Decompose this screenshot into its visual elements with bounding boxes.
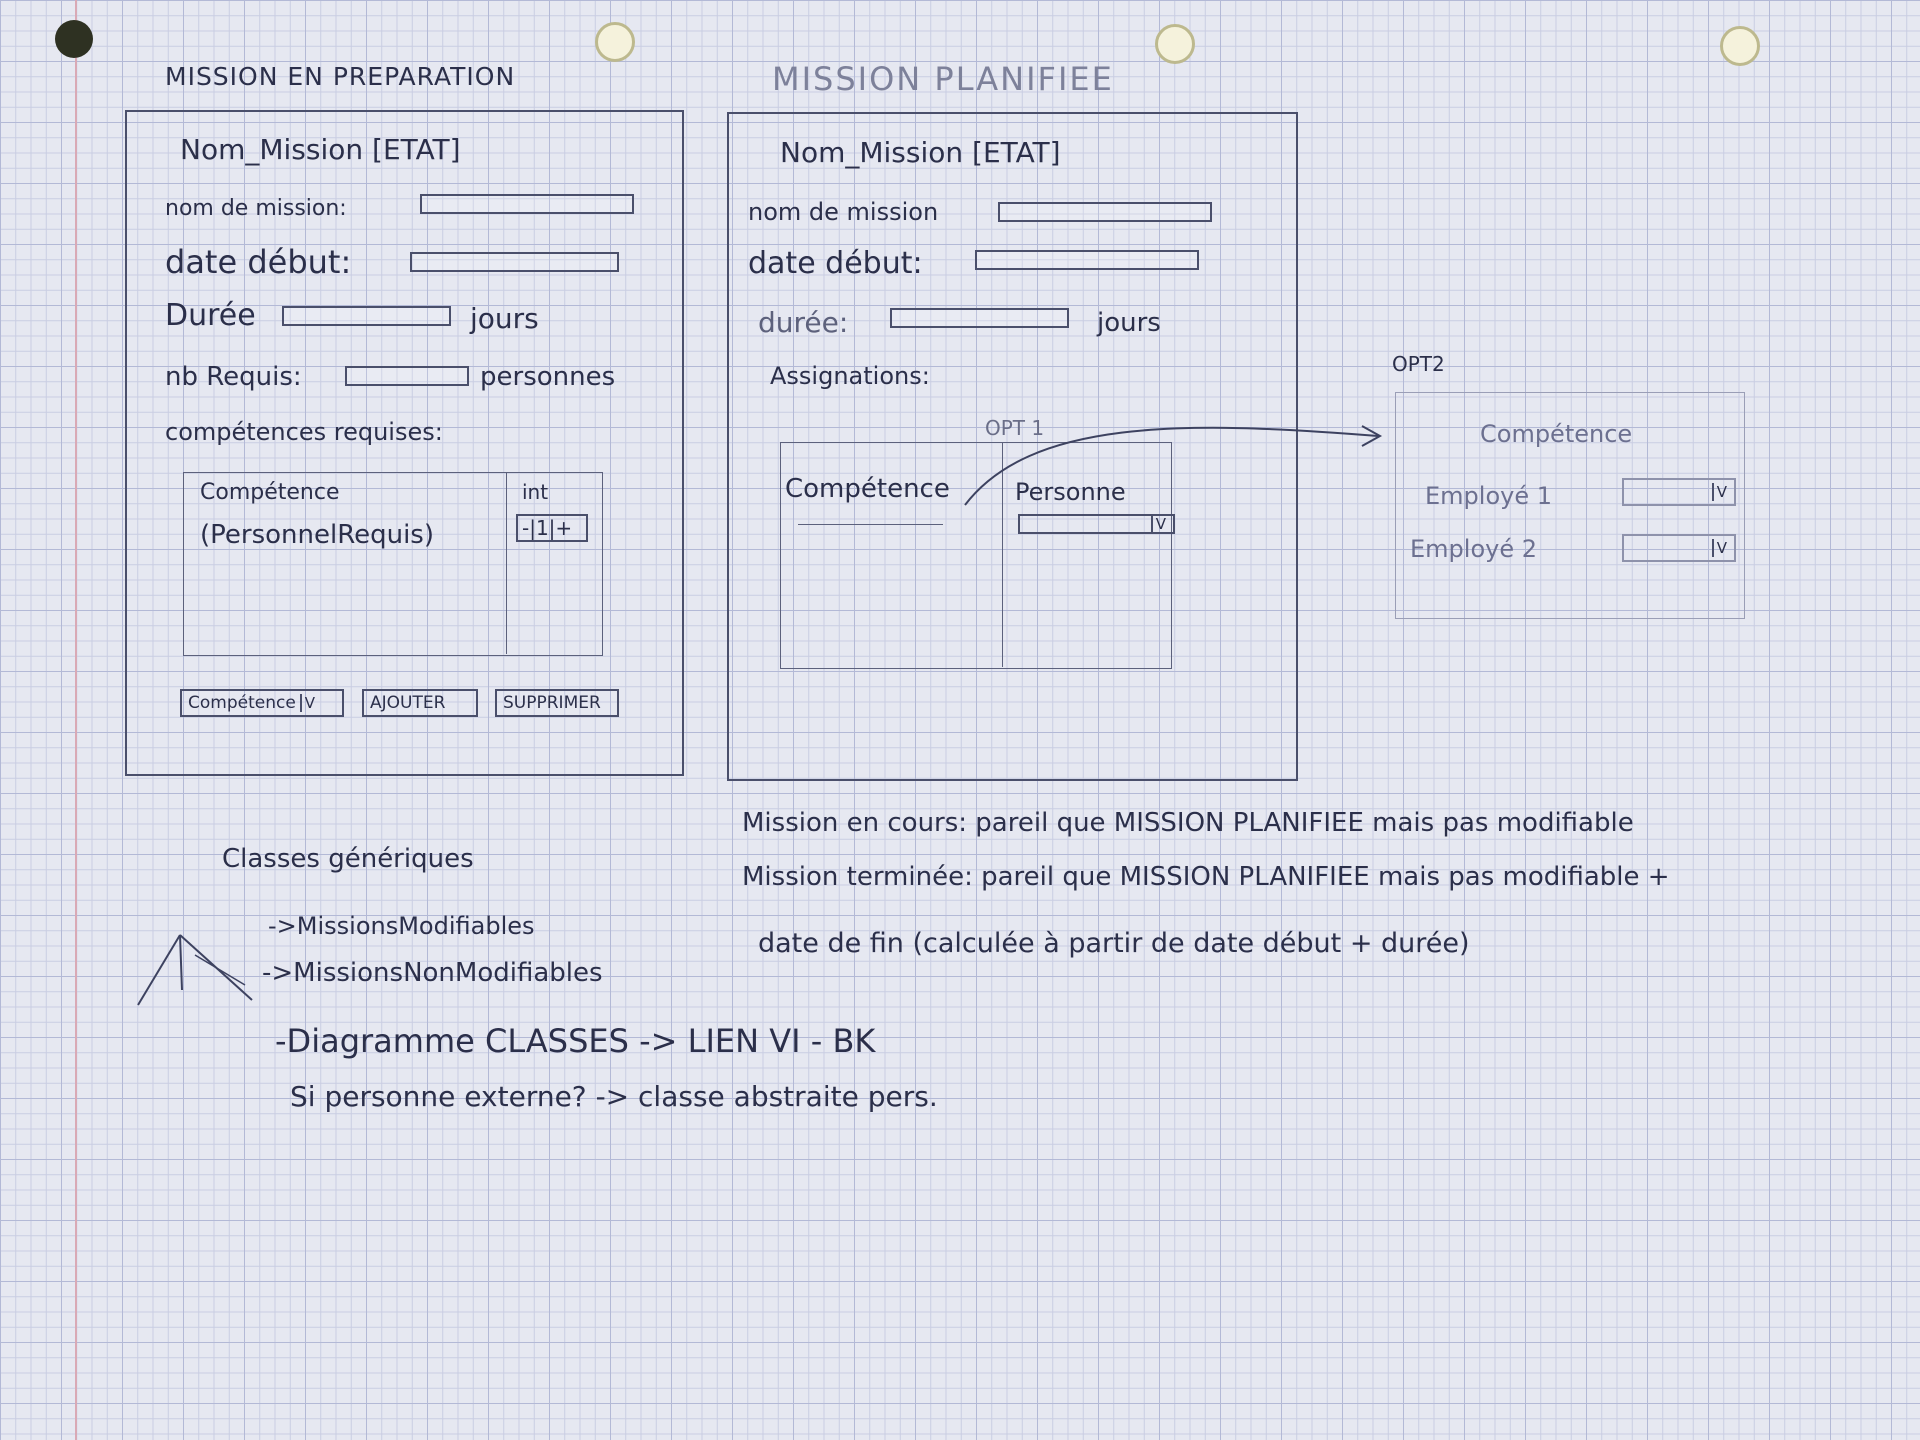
binder-hole xyxy=(1720,26,1760,66)
prep-label-date: date début: xyxy=(165,243,352,281)
chevron-down-icon: V xyxy=(1150,516,1169,532)
plan-label-assignations: Assignations: xyxy=(770,362,930,390)
chevron-down-icon: V xyxy=(299,694,319,712)
prep-label-duree: Durée xyxy=(165,298,256,333)
prep-table-divider xyxy=(506,472,507,654)
prep-nom-input[interactable] xyxy=(420,194,634,214)
plan-label-date: date début: xyxy=(748,246,923,281)
prep-duree-input[interactable] xyxy=(282,306,451,326)
prep-unit-personnes: personnes xyxy=(480,362,616,392)
prep-competence-dropdown-label: Compétence xyxy=(188,693,296,713)
plan-col-competence: Compétence xyxy=(785,474,950,504)
prep-label-competences: compétences requises: xyxy=(165,418,443,446)
plan-label-nom: nom de mission xyxy=(748,198,939,226)
opt2-employe-2-dropdown[interactable]: V xyxy=(1622,534,1736,562)
plan-table-divider xyxy=(1002,442,1003,667)
opt1-label: OPT 1 xyxy=(985,416,1045,440)
prep-unit-jours: jours xyxy=(470,302,539,335)
note-missions-modifiables: ->MissionsModifiables xyxy=(268,912,535,940)
plan-col-personne: Personne xyxy=(1015,478,1126,506)
plan-title: MISSION PLANIFIEE xyxy=(772,60,1114,98)
prep-quantity-stepper[interactable]: -|1|+ xyxy=(516,514,588,542)
note-mission-en-cours: Mission en cours: pareil que MISSION PLA… xyxy=(742,808,1634,838)
prep-window xyxy=(125,110,684,776)
opt2-competence-title: Compétence xyxy=(1480,420,1633,448)
page-margin-line xyxy=(75,0,77,1440)
opt2-label: OPT2 xyxy=(1392,352,1445,376)
opt2-employe-1: Employé 1 xyxy=(1425,482,1552,510)
chevron-down-icon: V xyxy=(1711,483,1730,501)
plan-unit-jours: jours xyxy=(1097,308,1161,338)
prep-header: Nom_Mission [ETAT] xyxy=(180,133,461,166)
plan-duree-input[interactable] xyxy=(890,308,1069,328)
plan-date-input[interactable] xyxy=(975,250,1199,270)
prep-col-competence: Compétence xyxy=(200,480,340,505)
plan-nom-input[interactable] xyxy=(998,202,1212,222)
binder-hole xyxy=(595,22,635,62)
note-classes-generiques: Classes génériques xyxy=(222,844,474,874)
opt2-employe-2: Employé 2 xyxy=(1410,535,1537,563)
note-mission-terminee-line2: date de fin (calculée à partir de date d… xyxy=(758,928,1470,959)
plan-assignment-table xyxy=(780,442,1172,669)
plan-window xyxy=(727,112,1298,781)
prep-nb-input[interactable] xyxy=(345,366,469,386)
prep-competence-table xyxy=(183,472,603,656)
ajouter-button[interactable]: AJOUTER xyxy=(362,689,478,717)
binder-hole xyxy=(1155,24,1195,64)
chevron-down-icon: V xyxy=(1711,539,1730,557)
prep-label-nom: nom de mission: xyxy=(165,196,347,221)
prep-col-personnel-requis: (PersonnelRequis) xyxy=(200,520,434,550)
prep-label-nb: nb Requis: xyxy=(165,362,302,392)
note-missions-non-modifiables: ->MissionsNonModifiables xyxy=(262,958,603,988)
plan-label-duree: durée: xyxy=(758,306,849,339)
plan-competence-underline xyxy=(798,524,943,525)
binder-hole xyxy=(55,20,93,58)
note-personne-externe: Si personne externe? -> classe abstraite… xyxy=(290,1080,938,1113)
opt2-panel xyxy=(1395,392,1745,619)
prep-date-input[interactable] xyxy=(410,252,619,272)
note-mission-terminee-line1: Mission terminée: pareil que MISSION PLA… xyxy=(742,862,1670,892)
note-diagramme-classes: -Diagramme CLASSES -> LIEN VI - BK xyxy=(275,1022,876,1060)
prep-title: MISSION EN PREPARATION xyxy=(165,62,516,91)
prep-col-int: int xyxy=(522,480,549,504)
plan-personne-dropdown[interactable]: V xyxy=(1018,514,1175,534)
opt2-employe-1-dropdown[interactable]: V xyxy=(1622,478,1736,506)
plan-header: Nom_Mission [ETAT] xyxy=(780,136,1061,169)
supprimer-button[interactable]: SUPPRIMER xyxy=(495,689,619,717)
